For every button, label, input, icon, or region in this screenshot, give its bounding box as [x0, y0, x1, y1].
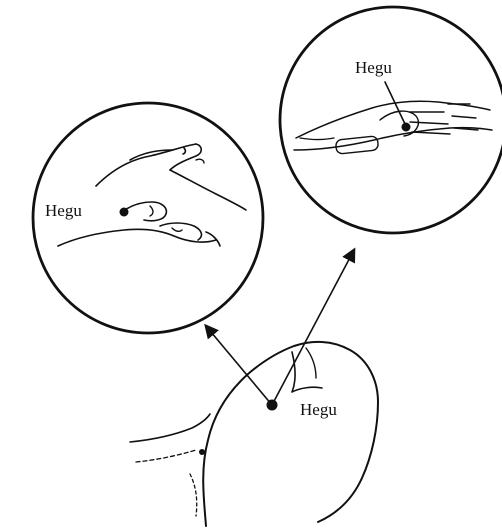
right-acupoint-dot-icon [402, 123, 411, 132]
arrow-to-right-circle-icon [272, 250, 354, 405]
left-acupoint-dot-icon [120, 208, 129, 217]
left-lower-hand [58, 202, 220, 246]
fist-illustration [130, 342, 378, 526]
left-hegu-label: Hegu [45, 201, 82, 220]
right-hand-skeleton [294, 101, 492, 154]
fist-hegu-label: Hegu [300, 400, 337, 419]
arrow-to-left-circle-icon [206, 326, 272, 405]
left-upper-hand [96, 144, 246, 210]
right-detail-circle: Hegu [280, 7, 502, 233]
right-hegu-label: Hegu [355, 58, 392, 77]
left-detail-circle: Hegu [33, 103, 263, 333]
